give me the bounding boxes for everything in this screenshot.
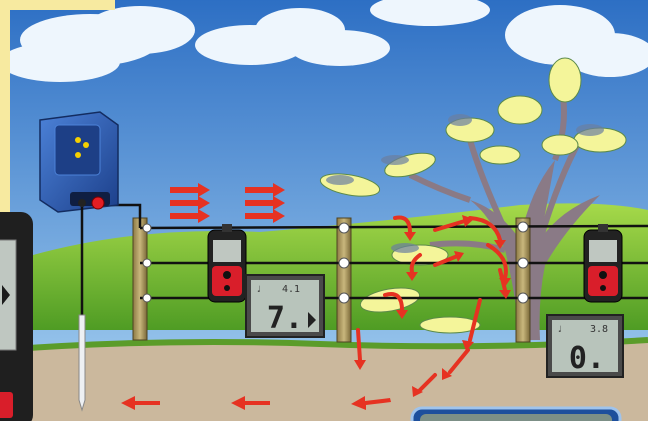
lcd-panel-right: ♩ 3.8 0. bbox=[547, 315, 623, 377]
tester-icon bbox=[0, 212, 33, 421]
fence-post bbox=[516, 218, 530, 342]
left-meter-top-readout: 4.1 bbox=[282, 284, 300, 295]
right-meter-big-readout: 0. bbox=[569, 341, 605, 376]
tester-icon bbox=[208, 224, 246, 302]
thumbnail-frame bbox=[412, 408, 620, 421]
lcd-panel-left: ♩ 4.1 7. bbox=[246, 275, 324, 337]
energizer-icon bbox=[40, 112, 118, 212]
svg-text:♩: ♩ bbox=[256, 285, 261, 295]
ground-rod-icon bbox=[79, 315, 85, 410]
fence-post bbox=[133, 218, 147, 340]
tester-icon bbox=[584, 224, 622, 302]
left-meter-big-readout: 7. bbox=[267, 301, 303, 336]
svg-text:♩: ♩ bbox=[557, 325, 562, 335]
fence-post bbox=[337, 218, 351, 342]
right-meter-top-readout: 3.8 bbox=[590, 324, 608, 335]
